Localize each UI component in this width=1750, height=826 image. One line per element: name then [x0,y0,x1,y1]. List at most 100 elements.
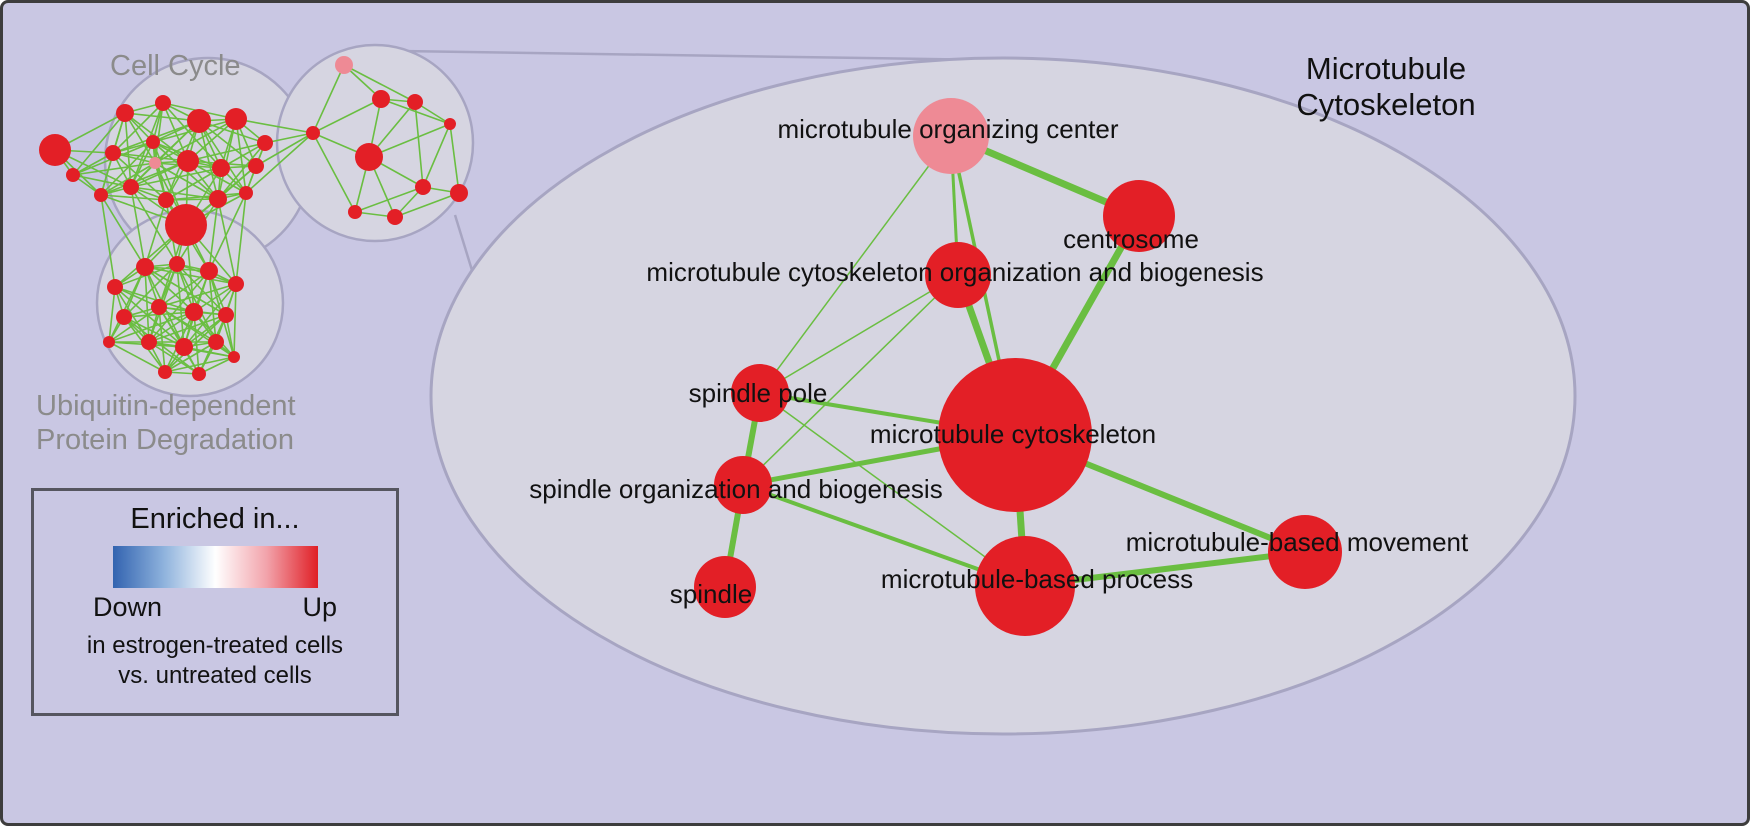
overview-node [146,135,160,149]
overview-node [450,184,468,202]
node-label-spi: spindle [670,579,752,609]
overview-node [105,145,121,161]
overview-edge [312,64,345,134]
overview-edge [154,102,164,164]
overview-node [107,279,123,295]
overview-node [39,134,71,166]
overview-node [444,118,456,130]
overview-node [66,168,80,182]
legend-caption-line1: in estrogen-treated cells [86,632,344,659]
overview-node [228,351,240,363]
overview-edge [130,186,178,265]
node-label-moc: microtubule organizing center [777,114,1118,144]
node-label-cen: centrosome [1063,224,1199,254]
overview-node [228,276,244,292]
overview-edge [148,341,200,375]
overview-edge [100,160,189,196]
node-label-mbp: microtubule-based process [881,564,1193,594]
overview-edge [368,123,451,158]
enrichment-gradient-bar [112,546,318,588]
overview-edge [72,112,126,176]
overview-edge [158,306,166,373]
node-cen [1103,180,1175,252]
node-label-sob: spindle organization and biogenesis [529,474,942,504]
overview-edge [124,112,200,122]
overview-edge [114,286,160,308]
overview-edge [217,198,237,285]
overview-node [355,143,383,171]
overview-node [155,95,171,111]
overview-edge [130,186,146,268]
overview-edge [198,120,257,167]
overview-node [372,90,390,108]
overview-node [192,367,206,381]
edge-mcob-sob [742,274,959,486]
overview-edge [312,98,382,134]
overview-edge [108,266,146,343]
node-label-mbm: microtubule-based movement [1126,527,1469,557]
overview-node [208,334,224,350]
legend-down-label: Down [93,592,163,622]
overview-edge [414,101,424,188]
node-mcob [925,242,991,308]
overview-node [123,179,139,195]
overview-edge [123,263,178,318]
overview-node [185,303,203,321]
overview-edge [198,120,219,200]
overview-node [306,126,320,140]
overview-edge [162,102,222,169]
overview-node [200,262,218,280]
overview-edge [72,174,132,188]
figure-title-line1: Microtubule [1305,51,1467,86]
node-label-sp: spindle pole [689,378,828,408]
overview-node [348,205,362,219]
overview-edge [165,192,247,201]
overview-edge [343,64,416,103]
overview-node [335,56,353,74]
overview-edge [354,186,424,213]
overview-edge [100,162,156,196]
network-canvas: microtubule organizing centercentrosomem… [39,43,1577,736]
node-moc [913,98,989,174]
overview-edge [235,192,247,285]
overview-edge [112,152,167,201]
overview-edge [165,167,222,201]
overview-edge [72,162,156,176]
overview-edge [158,283,237,308]
overview-edge [449,123,460,194]
overview-node [169,256,185,272]
overview-node [151,299,167,315]
cluster-label-ubiquitin-line2: Protein Degradation [36,424,294,456]
figure-title: Microtubule Cytoskeleton [1261,51,1511,123]
overview-edge [100,194,167,201]
legend: Enriched in... Down Up in estrogen-treat… [31,488,399,716]
overview-node [94,188,108,202]
overview-node [415,179,431,195]
overview-node [407,94,423,110]
overview-edge [164,314,227,373]
overview-edge [183,283,237,348]
node-label-mcob: microtubule cytoskeleton organization an… [646,257,1263,287]
overview-edge [124,112,156,164]
overview-edge [114,286,185,348]
overview-edge [255,132,314,167]
node-mbm [1268,515,1342,589]
overview-edge [164,356,235,373]
overview-edge [217,118,237,200]
overview-edge [264,132,314,144]
overview-edge [233,283,237,358]
overview-edge [144,199,167,268]
overview-edge [158,270,210,308]
edge-mcob-sp [759,274,959,394]
overview-edge [217,142,266,200]
overview-node [149,157,161,169]
overview-node [165,204,207,246]
node-label-mc: microtubule cytoskeleton [870,419,1156,449]
legend-caption-line2: vs. untreated cells [118,662,312,689]
legend-endpoints: Down Up [93,592,337,623]
overview-node [209,190,227,208]
overview-node [158,192,174,208]
overview-edge [130,167,222,188]
overview-edge [112,152,189,162]
overview-node [175,338,193,356]
